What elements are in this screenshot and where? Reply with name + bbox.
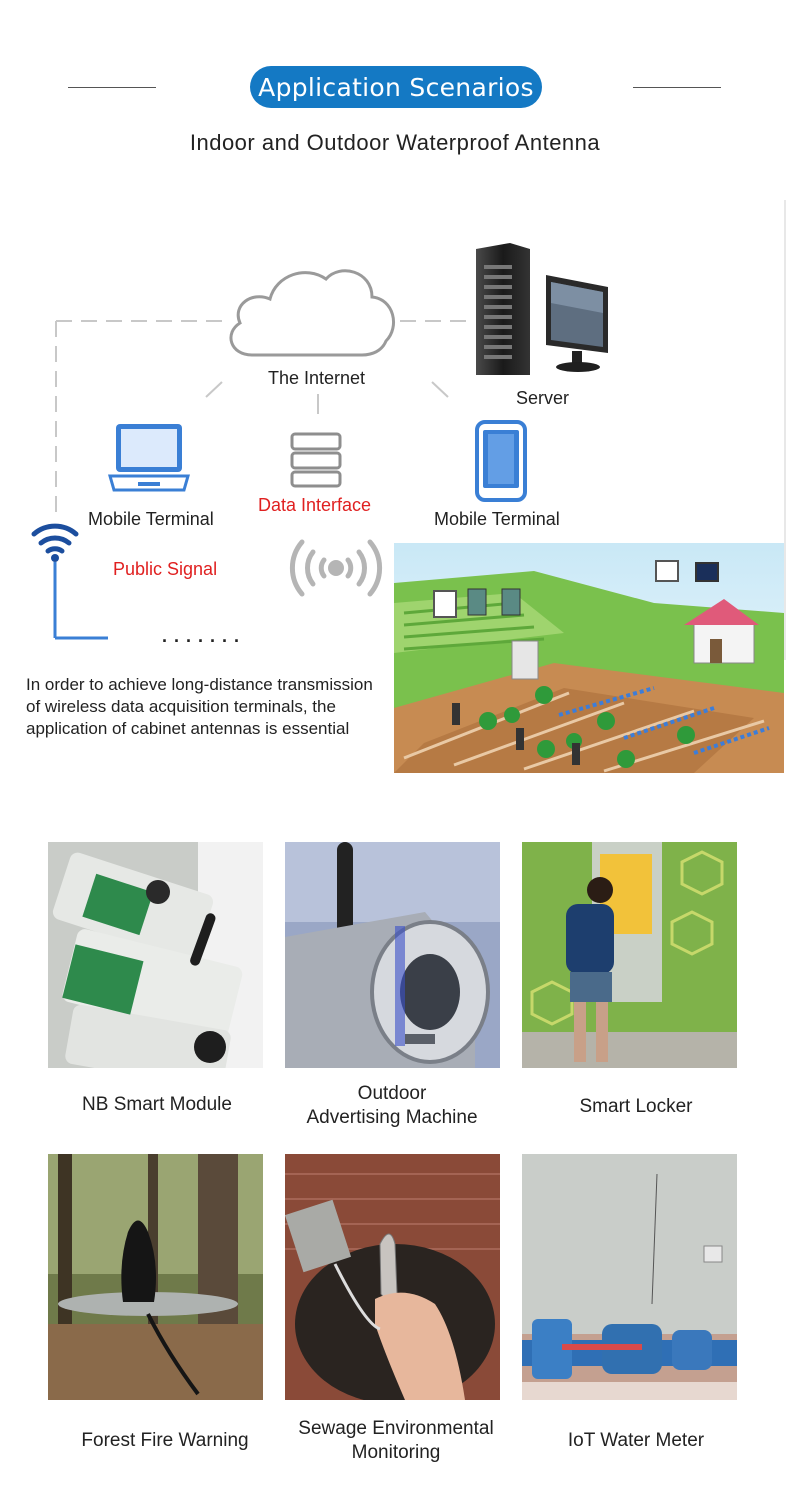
broadcast-signal-icon xyxy=(289,539,383,597)
wifi-antenna-icon xyxy=(31,523,108,640)
caption-outdoor-advertising-machine: Outdoor Advertising Machine xyxy=(262,1082,522,1130)
header-rule-right xyxy=(633,87,721,88)
section-subtitle: Indoor and Outdoor Waterproof Antenna xyxy=(189,130,601,155)
caption-sewage-line2: Monitoring xyxy=(351,1442,441,1463)
description-text: In order to achieve long-distance transm… xyxy=(26,675,373,738)
server-icon xyxy=(476,243,530,375)
database-icon xyxy=(290,432,342,488)
caption-nb-smart-module: NB Smart Module xyxy=(82,1094,232,1115)
photo-nb-smart-module xyxy=(48,842,263,1068)
mobile-terminal-right-label: Mobile Terminal xyxy=(434,509,560,529)
caption-forest-fire-warning: Forest Fire Warning xyxy=(81,1430,249,1451)
caption-sewage-line1: Sewage Environmental xyxy=(298,1418,494,1439)
mobile-terminal-left-label: Mobile Terminal xyxy=(88,509,214,529)
photo-outdoor-advertising-machine xyxy=(285,842,500,1068)
laptop-icon xyxy=(108,424,190,492)
caption-smart-locker: Smart Locker xyxy=(579,1096,693,1117)
server-label: Server xyxy=(516,388,570,408)
diagram-connectors xyxy=(55,200,786,660)
internet-label: The Internet xyxy=(268,368,366,388)
photo-smart-locker xyxy=(522,842,737,1068)
header-rule-left xyxy=(68,87,156,88)
caption-iot-water-meter: IoT Water Meter xyxy=(567,1430,705,1451)
cloud-icon xyxy=(229,269,395,357)
monitor-icon xyxy=(546,275,608,372)
phone-icon xyxy=(475,420,527,502)
photo-iot-water-meter xyxy=(522,1154,737,1400)
caption-outdoor-line2: Advertising Machine xyxy=(306,1107,478,1128)
photo-sewage-environmental-monitoring xyxy=(285,1154,500,1400)
caption-outdoor-line1: Outdoor xyxy=(357,1083,427,1104)
caption-sewage-environmental-monitoring: Sewage Environmental Monitoring xyxy=(266,1417,526,1465)
data-interface-label: Data Interface xyxy=(258,495,372,515)
public-signal-label: Public Signal xyxy=(113,559,218,579)
dots-separator: . . . . . . . xyxy=(162,626,241,646)
photo-forest-fire-warning xyxy=(48,1154,263,1400)
farm-illustration xyxy=(394,543,784,773)
section-title: Application Scenarios xyxy=(250,66,542,108)
